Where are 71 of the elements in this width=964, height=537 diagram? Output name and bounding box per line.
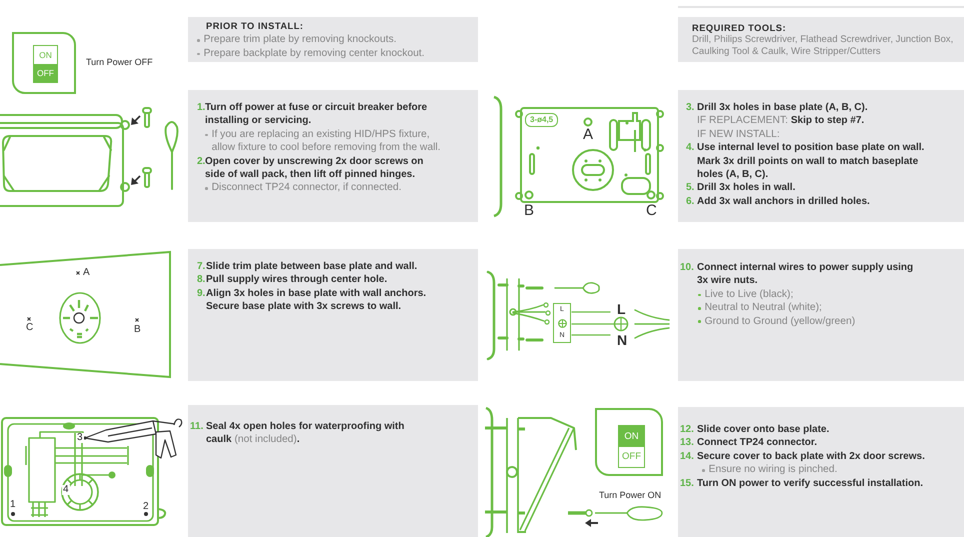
point-label: A [583, 127, 594, 142]
step-number: 8. [197, 273, 206, 287]
tools-list-text: Drill, Philips Screwdriver, Flathead Screwdriver, Junction Box, Caulking Tool & Caulk, Wire Stripper/Cutters [692, 34, 954, 58]
step-text: Turn off power at fuse or circuit breaker before installing or servicing. [205, 101, 428, 128]
bullet-text: Live to Live (black); [704, 288, 794, 302]
wire-label: N [617, 333, 628, 347]
step-number: 4. [686, 141, 696, 155]
note-text: IF NEW INSTALL: [697, 128, 780, 142]
step-text: Add 3x wall anchors in drilled holes. [697, 194, 870, 208]
step-text: Slide cover onto base plate. [697, 423, 830, 436]
step-number: 7. [197, 260, 206, 274]
step-number: 10. [680, 261, 695, 274]
bullet-text: Prepare trim plate by removing knockouts. [204, 33, 396, 47]
note-text: IF REPLACEMENT: Skip to step #7. [697, 114, 864, 128]
step-number: 2. [197, 154, 205, 168]
step-number: 3. [686, 101, 696, 114]
instruction-panel [678, 249, 964, 381]
step-text: Open cover by unscrewing 2x door screws on side of wall pack, then lift off pinned hinges. [205, 154, 424, 182]
instruction-panel [188, 17, 478, 62]
callout-number: 2 [143, 502, 149, 512]
bullet-text: Prepare backplate by removing center knockout. [204, 46, 425, 60]
terminal-block [553, 303, 571, 343]
instruction-panel [678, 407, 964, 537]
bullet-text: Ground to Ground (yellow/green) [704, 314, 856, 328]
wire-label: L [617, 302, 626, 316]
instruction-panel [188, 405, 478, 537]
switch-state-label: ON [619, 426, 644, 446]
bullet-text: Ensure no wiring is pinched. [708, 463, 838, 477]
instruction-panel [678, 17, 964, 62]
point-label: B [524, 203, 534, 218]
step-number: 9. [197, 286, 206, 300]
step-number: 1. [197, 101, 205, 114]
step-text: Drill 3x holes in wall. [697, 181, 796, 195]
step-number: 6. [686, 194, 696, 208]
bullet-text: Neutral to Neutral (white); [704, 301, 822, 315]
section-heading: REQUIRED TOOLS: [692, 22, 786, 34]
instruction-panel [678, 90, 964, 222]
step-text: Seal 4x open holes for waterproofing with caulk (not included). [206, 420, 406, 447]
step-text: Align 3x holes in base plate with wall anchors. Secure base plate with 3x screws to wall. [206, 286, 428, 314]
step-text: Turn ON power to verify successful installation. [697, 476, 923, 490]
step-text: Drill 3x holes in base plate (A, B, C). [697, 101, 868, 114]
step-number: 12. [680, 423, 695, 436]
step-number: 11. [190, 420, 204, 434]
caption-text: Turn Power ON [599, 490, 662, 500]
switch-state-label: OFF [34, 64, 57, 82]
caption-text: Turn Power OFF [86, 57, 153, 67]
step-text: Secure cover to back plate with 2x door screws. [697, 450, 925, 464]
instruction-panel [188, 90, 478, 222]
point-label: C [646, 203, 657, 218]
bullet-text: If you are replacing an existing HID/HPS fixture, allow fixture to cool before removing from the wall. [212, 128, 442, 155]
step-number: 15. [680, 476, 695, 490]
point-label: B [134, 325, 141, 335]
callout-number: 3 [76, 433, 84, 443]
step-text: Slide trim plate between base plate and wall. [206, 260, 418, 274]
step-number: 5. [686, 181, 696, 195]
step-number: 13. [680, 436, 695, 450]
switch-panel [595, 408, 663, 476]
point-label: A [83, 268, 90, 278]
step-text: Use internal level to position base plate on wall. Mark 3x drill points on wall to match baseplate holes (A, B, C). [697, 141, 926, 182]
step-number: 14. [680, 450, 695, 464]
step-text: Connect internal wires to power supply using 3x wire nuts. [697, 261, 914, 288]
section-heading: PRIOR TO INSTALL: [206, 20, 304, 33]
bullet-text: Disconnect TP24 connector, if connected. [212, 181, 402, 195]
callout-number: 1 [10, 500, 16, 510]
callout-number: 4 [62, 485, 70, 495]
point-label: C [26, 323, 34, 333]
step-text: Connect TP24 connector. [697, 436, 818, 450]
switch-panel [12, 32, 76, 94]
instruction-panel [188, 249, 478, 381]
step-text: Pull supply wires through center hole. [206, 273, 388, 287]
hole-spec-tag: 3-ø4,5 [525, 113, 558, 127]
